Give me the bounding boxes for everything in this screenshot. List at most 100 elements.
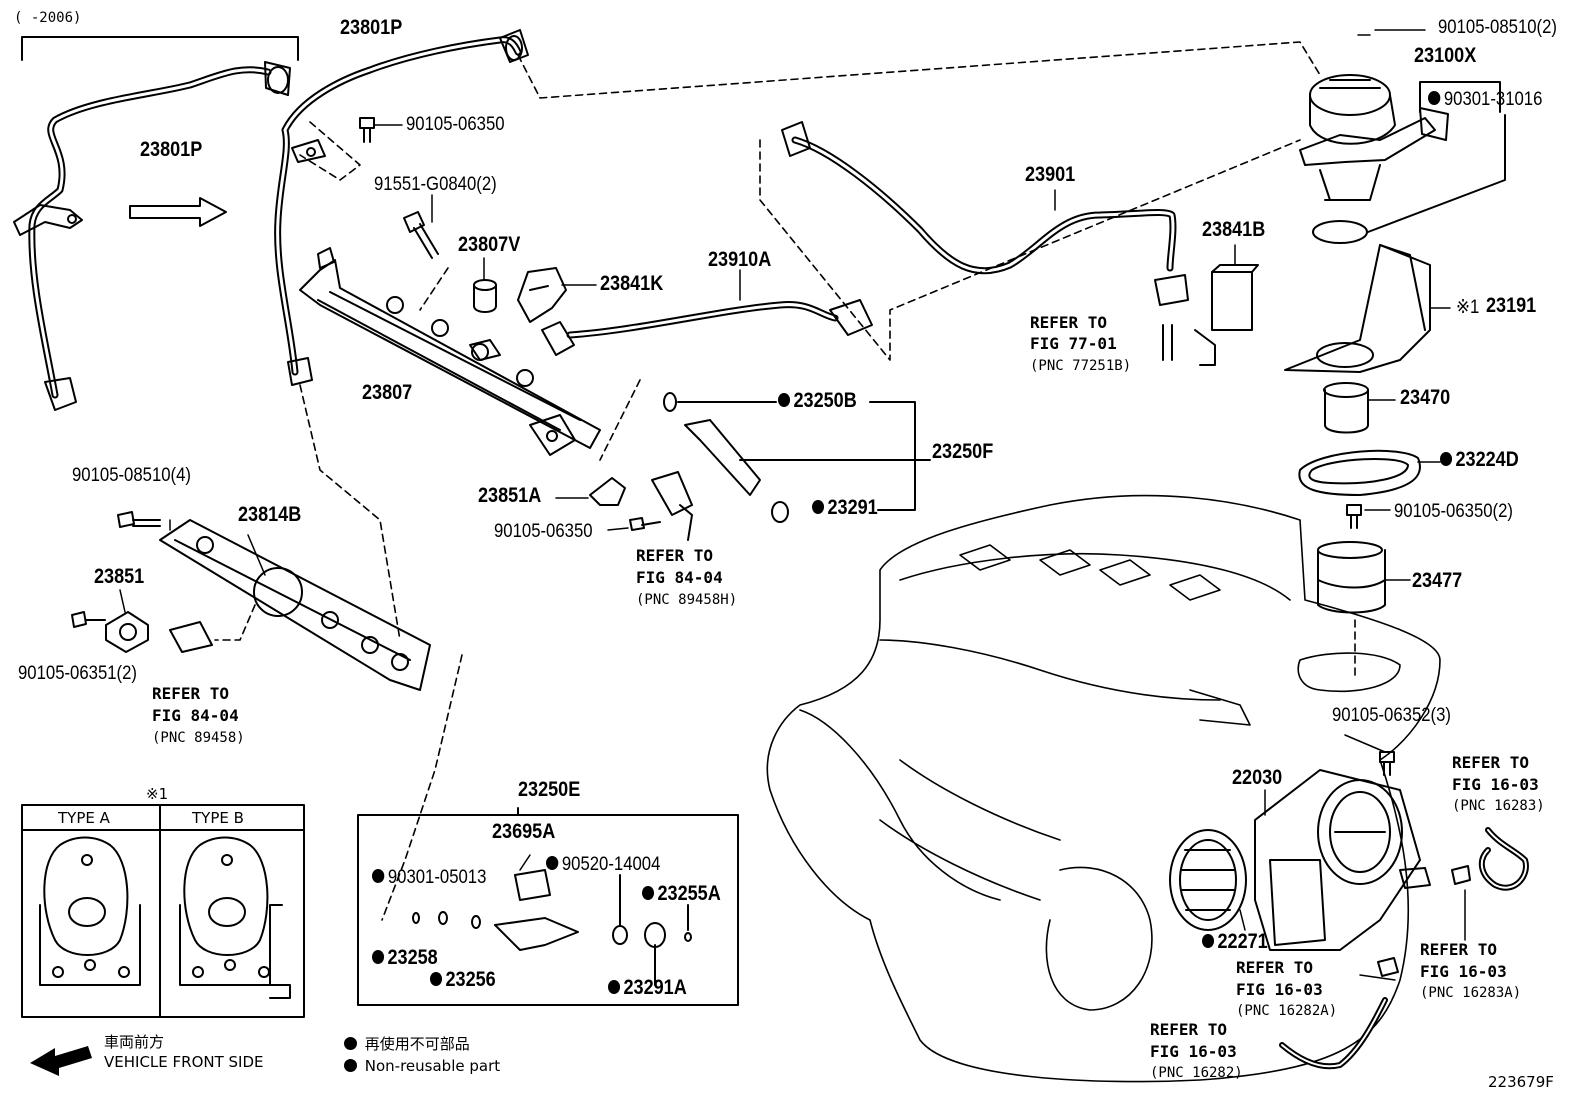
type-a-header: TYPE A bbox=[58, 809, 110, 827]
ref-fig-77-01-pnc: (PNC 77251B) bbox=[1030, 358, 1132, 374]
part-label-90105-06350-b[interactable]: 90105-06350 bbox=[494, 521, 593, 542]
ref-fig-16-03c-pnc: (PNC 16282A) bbox=[1236, 1003, 1338, 1019]
ref-fig-16-03c-line1[interactable]: REFER TO bbox=[1236, 958, 1314, 977]
legend-non-reusable-jp: 再使用不可部品 bbox=[344, 1034, 470, 1054]
rail-23814b bbox=[159, 519, 431, 691]
lifter-23470 bbox=[1323, 382, 1369, 434]
part-label-23695a[interactable]: 23695A bbox=[492, 820, 556, 843]
part-label-23191[interactable]: 23191 bbox=[1486, 294, 1537, 317]
part-label-23291a[interactable]: 23291A bbox=[608, 977, 686, 998]
spacer-23807v bbox=[473, 279, 497, 313]
direction-arrow bbox=[129, 197, 227, 227]
ref-fig-16-03b-pnc: (PNC 16283A) bbox=[1420, 985, 1522, 1001]
part-label-23470[interactable]: 23470 bbox=[1400, 386, 1451, 409]
date-range-bracket bbox=[21, 36, 299, 61]
kit-23250e-box bbox=[357, 807, 739, 1006]
ref-fig-84-04h-pnc: (PNC 89458H) bbox=[636, 592, 738, 608]
part-label-23851[interactable]: 23851 bbox=[94, 565, 145, 588]
bolt-90105-06350-b bbox=[629, 517, 661, 531]
clip-16283a bbox=[1451, 865, 1471, 885]
bracket-23191 bbox=[1284, 244, 1431, 373]
legend-jp-text: 再使用不可部品 bbox=[364, 1035, 470, 1053]
part-label-90105-08510-4[interactable]: 90105-08510(4) bbox=[72, 465, 191, 486]
leader-23250 bbox=[677, 401, 931, 511]
ref-fig-84-04-line1[interactable]: REFER TO bbox=[152, 684, 230, 703]
front-side-jp: 車両前方 bbox=[104, 1033, 165, 1051]
cover-23841k bbox=[517, 267, 567, 323]
part-label-23901[interactable]: 23901 bbox=[1025, 163, 1076, 186]
hose-23910a bbox=[541, 299, 873, 356]
part-label-23291[interactable]: 23291 bbox=[812, 497, 877, 518]
part-label-23258[interactable]: 23258 bbox=[372, 947, 437, 968]
engine-block bbox=[766, 494, 1441, 1083]
ref-fig-77-01-line2[interactable]: FIG 77-01 bbox=[1030, 334, 1117, 353]
part-label-90105-06351-2[interactable]: 90105-06351(2) bbox=[18, 663, 137, 684]
ref-fig-16-03a-line1[interactable]: REFER TO bbox=[1452, 753, 1530, 772]
part-label-90105-06350-2[interactable]: 90105-06350(2) bbox=[1394, 501, 1513, 522]
part-label-23807[interactable]: 23807 bbox=[362, 381, 413, 404]
gasket-22271 bbox=[1169, 829, 1247, 931]
bolt-90105-06350-top bbox=[359, 117, 375, 143]
part-label-23100x[interactable]: 23100X bbox=[1414, 44, 1477, 67]
part-label-23814b[interactable]: 23814B bbox=[238, 503, 302, 526]
clip-16282a bbox=[1377, 957, 1399, 977]
part-label-23841b[interactable]: 23841B bbox=[1202, 218, 1266, 241]
ref-fig-16-03a-pnc: (PNC 16283) bbox=[1452, 798, 1545, 814]
ref-fig-16-03b-line2[interactable]: FIG 16-03 bbox=[1420, 962, 1507, 981]
part-label-23807v[interactable]: 23807V bbox=[458, 233, 521, 256]
injector-23250b bbox=[663, 392, 789, 523]
ref-fig-77-01-line1[interactable]: REFER TO bbox=[1030, 313, 1108, 332]
type-table bbox=[21, 804, 305, 1018]
non-reusable-dot-icon bbox=[344, 1037, 357, 1050]
fuel-pipe-23801p-right bbox=[274, 29, 529, 386]
date-range-label: ( -2006) bbox=[14, 10, 82, 26]
ref-fig-16-03d-line2[interactable]: FIG 16-03 bbox=[1150, 1042, 1237, 1061]
ref-fig-84-04h-line1[interactable]: REFER TO bbox=[636, 546, 714, 565]
leader-90301 bbox=[1367, 114, 1506, 233]
ref-fig-16-03d-line1[interactable]: REFER TO bbox=[1150, 1020, 1228, 1039]
clamp-23851a bbox=[589, 477, 626, 506]
sensor-23841b bbox=[1194, 264, 1259, 366]
bolt-90105-06352-3 bbox=[1379, 751, 1395, 776]
part-label-90105-08510-2[interactable]: 90105-08510(2) bbox=[1438, 17, 1557, 38]
part-label-90105-06350-top[interactable]: 90105-06350 bbox=[406, 114, 505, 135]
part-label-23801p-left[interactable]: 23801P bbox=[140, 138, 203, 161]
legend-en-text: Non-reusable part bbox=[364, 1057, 501, 1075]
part-label-22271[interactable]: 22271 bbox=[1202, 931, 1267, 952]
legend-non-reusable-en: Non-reusable part bbox=[344, 1056, 500, 1076]
part-label-90105-06352-3[interactable]: 90105-06352(3) bbox=[1332, 705, 1451, 726]
part-label-23256[interactable]: 23256 bbox=[430, 969, 495, 990]
hose-23901 bbox=[781, 121, 1189, 306]
part-label-90520-14004[interactable]: 90520-14004 bbox=[546, 855, 661, 875]
ref-fig-16-03c-line2[interactable]: FIG 16-03 bbox=[1236, 980, 1323, 999]
sensor-23851 bbox=[71, 611, 213, 653]
type-table-note: ※1 bbox=[146, 785, 169, 803]
ref-fig-84-04-line2[interactable]: FIG 84-04 bbox=[152, 706, 239, 725]
part-label-23477[interactable]: 23477 bbox=[1412, 569, 1463, 592]
part-label-23841k[interactable]: 23841K bbox=[600, 272, 664, 295]
ref-fig-16-03d-pnc: (PNC 16282) bbox=[1150, 1065, 1243, 1081]
part-label-90301-31016[interactable]: 90301-31016 bbox=[1428, 90, 1543, 110]
part-label-23224d[interactable]: 23224D bbox=[1440, 449, 1518, 470]
non-reusable-dot-icon bbox=[344, 1059, 357, 1072]
part-label-23910a[interactable]: 23910A bbox=[708, 248, 772, 271]
part-label-23801p-right[interactable]: 23801P bbox=[340, 16, 403, 39]
part-label-90301-05013[interactable]: 90301-05013 bbox=[372, 868, 487, 888]
throttle-body-22030 bbox=[1254, 769, 1431, 951]
part-label-23250e[interactable]: 23250E bbox=[518, 778, 581, 801]
ref-fig-84-04-pnc: (PNC 89458) bbox=[152, 730, 245, 746]
bolt-91551-g0840 bbox=[403, 211, 439, 259]
part-label-23255a[interactable]: 23255A bbox=[642, 883, 720, 904]
fuel-pipe-23801p-left bbox=[13, 61, 291, 411]
part-label-22030[interactable]: 22030 bbox=[1232, 766, 1283, 789]
type-marker-23191: ※1 bbox=[1456, 297, 1480, 318]
ref-fig-16-03b-line1[interactable]: REFER TO bbox=[1420, 940, 1498, 959]
ref-fig-16-03a-line2[interactable]: FIG 16-03 bbox=[1452, 775, 1539, 794]
part-label-23851a[interactable]: 23851A bbox=[478, 484, 542, 507]
sensor-89458h bbox=[651, 471, 693, 541]
part-label-91551-g0840[interactable]: 91551-G0840(2) bbox=[374, 174, 497, 195]
part-label-23250b[interactable]: 23250B bbox=[778, 390, 856, 411]
o-ring-90301-31016 bbox=[1312, 220, 1368, 244]
ref-fig-84-04h-line2[interactable]: FIG 84-04 bbox=[636, 568, 723, 587]
part-label-23250f[interactable]: 23250F bbox=[932, 440, 994, 463]
